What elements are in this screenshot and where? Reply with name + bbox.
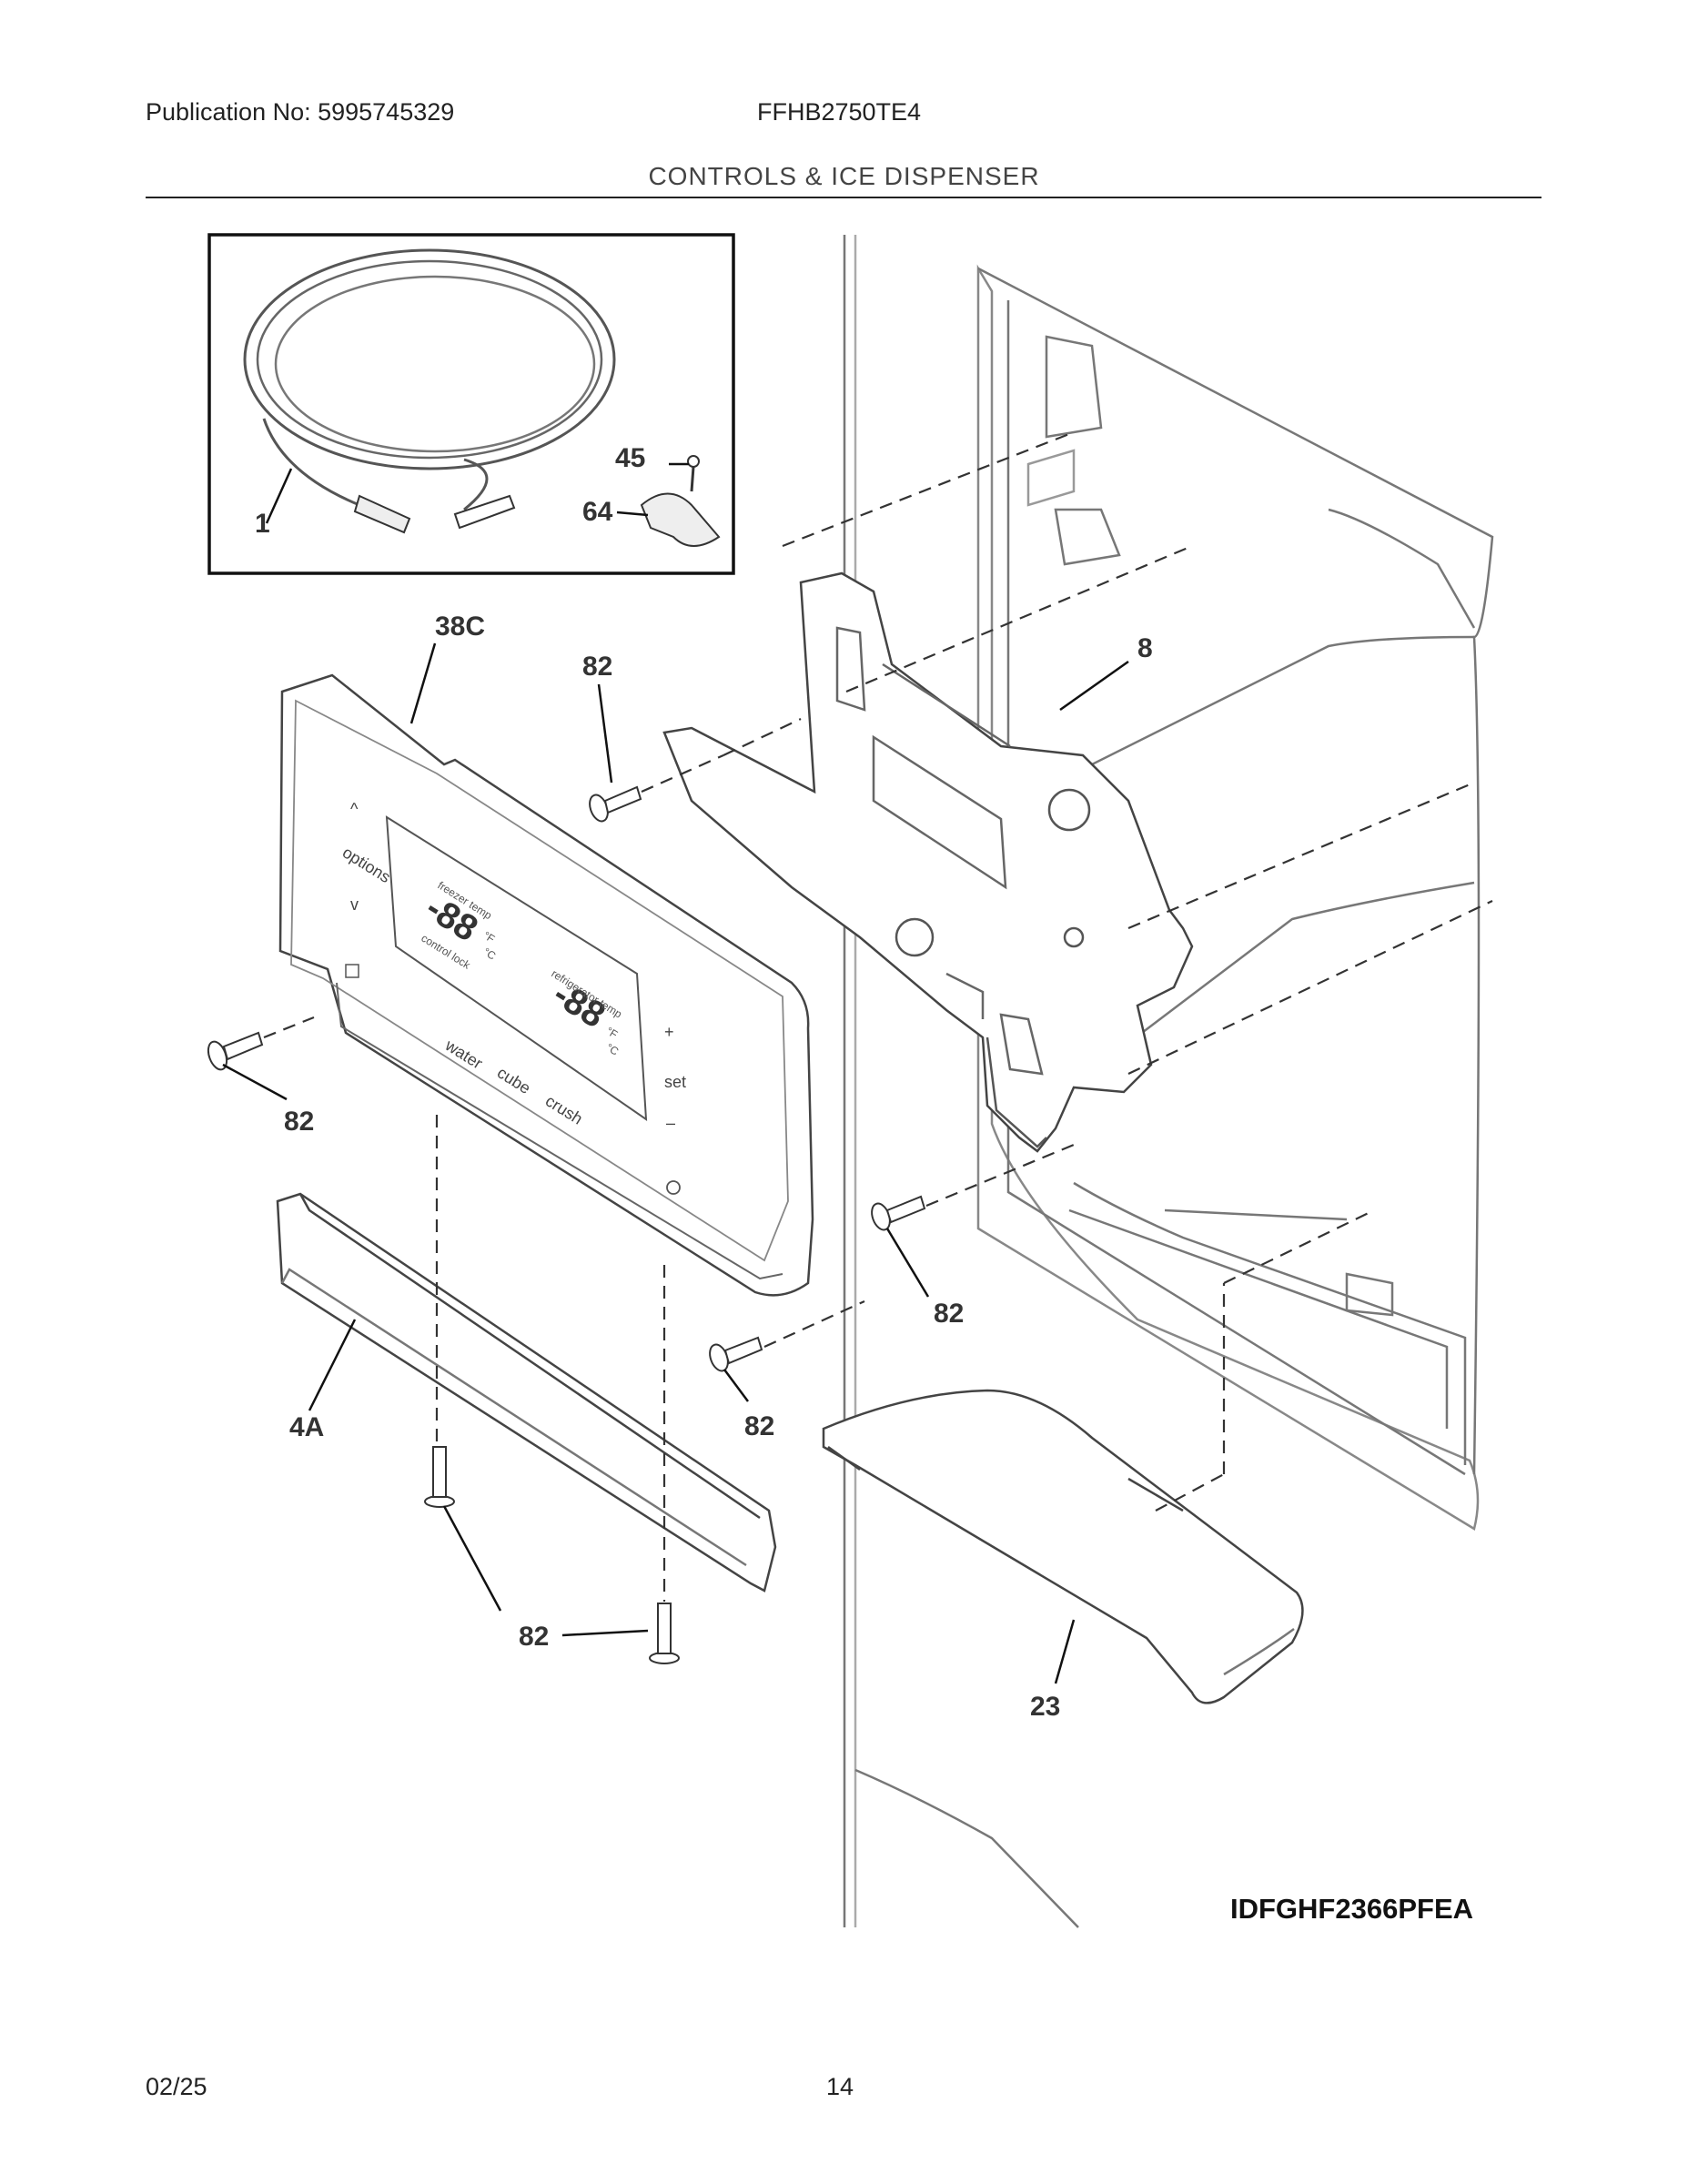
callout-8: 8 xyxy=(1137,633,1153,663)
screw-82-mid xyxy=(871,1195,926,1231)
plus-button-glyph: + xyxy=(664,1023,674,1041)
callout-38c: 38C xyxy=(435,612,485,642)
alignment-lines xyxy=(263,430,1493,1602)
up-button-glyph: ^ xyxy=(350,800,359,818)
callout-23: 23 xyxy=(1030,1692,1060,1722)
set-button-label: set xyxy=(664,1073,686,1091)
clamp-64 xyxy=(640,492,721,547)
callout-82-mid: 82 xyxy=(934,1299,964,1329)
light-bulb-icon xyxy=(666,1180,681,1195)
tube-end xyxy=(453,494,516,530)
leader-lines xyxy=(222,642,1129,1684)
callout-1: 1 xyxy=(255,509,270,539)
callout-64: 64 xyxy=(582,497,613,527)
tubing-inset xyxy=(207,233,735,575)
water-tubing-coil xyxy=(243,248,616,470)
header-rule xyxy=(146,197,1541,198)
screw-82-lower xyxy=(709,1336,763,1372)
callout-45: 45 xyxy=(615,443,645,473)
control-panel-cover-38c: -88 -88 freezer temp refrigerator temp c… xyxy=(278,673,814,1297)
drip-tray-23 xyxy=(822,1389,1304,1704)
screw-82-left xyxy=(207,1031,264,1071)
screw-82-upper xyxy=(589,785,642,823)
callout-82-bottom: 82 xyxy=(519,1622,549,1652)
down-button-glyph: v xyxy=(350,895,359,914)
dispenser-trim-4a xyxy=(276,1192,777,1592)
callout-4a: 4A xyxy=(289,1412,324,1442)
lock-icon xyxy=(345,964,359,978)
callout-82-upper: 82 xyxy=(582,652,612,682)
page-number: 14 xyxy=(826,2073,854,2100)
model-number: FFHB2750TE4 xyxy=(757,98,922,126)
callout-82-left: 82 xyxy=(284,1107,314,1137)
dispenser-housing-8 xyxy=(662,571,1194,1153)
diagram-id: IDFGHF2366PFEA xyxy=(1230,1893,1473,1925)
tube-fitting xyxy=(353,494,411,534)
footer-date: 02/25 xyxy=(146,2073,207,2100)
refrigerator-cabinet xyxy=(843,235,1494,1928)
section-title: CONTROLS & ICE DISPENSER xyxy=(648,162,1040,190)
screws-82 xyxy=(207,785,926,1664)
minus-button-glyph: – xyxy=(666,1114,675,1132)
screw-82-trim-left xyxy=(424,1446,455,1508)
screw-45 xyxy=(687,455,700,468)
screw-82-trim-right xyxy=(649,1603,680,1664)
publication-number: Publication No: 5995745329 xyxy=(146,98,455,126)
callout-82-lower: 82 xyxy=(744,1411,774,1441)
